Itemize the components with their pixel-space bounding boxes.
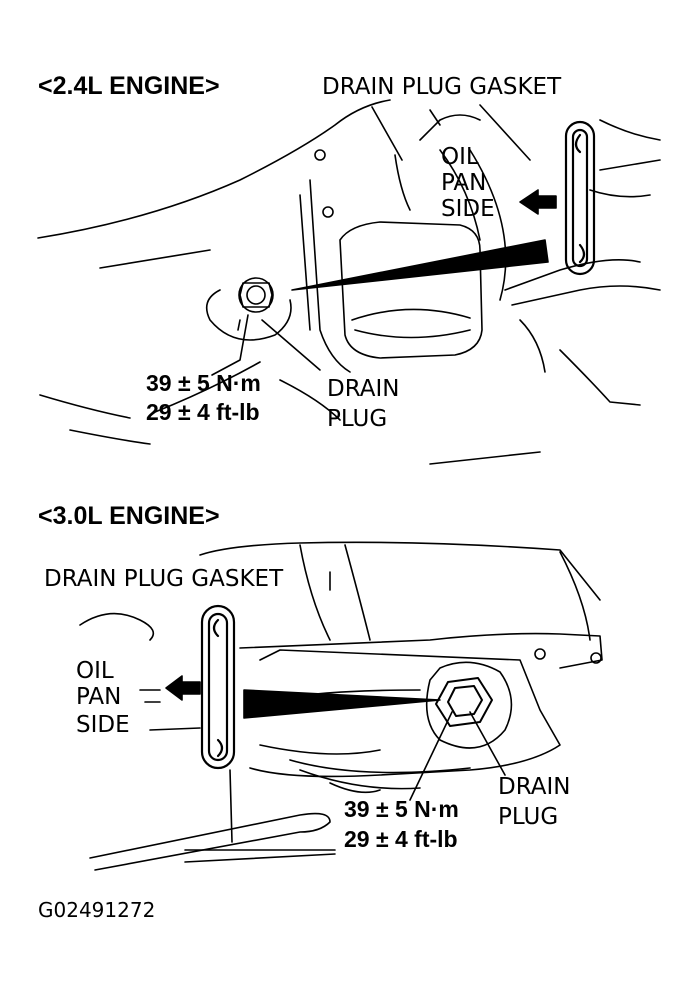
panel-title-3-0l: <3.0L ENGINE> — [38, 502, 220, 530]
oil-side-label-2-4l-line2: PAN — [441, 170, 487, 196]
drain-plug-3-0l-icon — [436, 678, 492, 726]
drain-plug-label-2-4l-line2: PLUG — [327, 406, 388, 432]
oil-side-label-3-0l-line2: PAN — [76, 684, 122, 710]
torque-ftlb-2-4l: 29 ± 4 ft-lb — [146, 399, 260, 425]
oil-pan-side-arrow-2-4l-icon — [520, 190, 556, 214]
drain-plug-label-3-0l-line2: PLUG — [498, 804, 559, 830]
oil-side-label-3-0l-line1: OIL — [76, 658, 114, 684]
oil-pan-2-4l-illustration — [38, 100, 660, 464]
oil-side-label-2-4l-line3: SIDE — [441, 196, 495, 222]
panel-title-2-4l: <2.4L ENGINE> — [38, 72, 220, 100]
torque-ftlb-3-0l: 29 ± 4 ft-lb — [344, 826, 458, 852]
gasket-pointer-2-4l — [292, 240, 548, 290]
torque-nm-3-0l: 39 ± 5 N·m — [344, 796, 459, 822]
gasket-label-3-0l: DRAIN PLUG GASKET — [44, 566, 284, 592]
drain-plug-gasket-3-0l-icon — [202, 606, 234, 768]
torque-nm-2-4l: 39 ± 5 N·m — [146, 370, 261, 396]
drain-plug-2-4l-icon — [239, 278, 273, 312]
drain-plug-label-2-4l-line1: DRAIN — [327, 376, 400, 402]
oil-side-label-2-4l-line1: OIL — [441, 144, 479, 170]
gasket-label-2-4l: DRAIN PLUG GASKET — [322, 74, 562, 100]
oil-pan-3-0l-illustration — [80, 542, 602, 870]
oil-pan-side-arrow-3-0l-icon — [166, 676, 200, 700]
drain-plug-label-3-0l-line1: DRAIN — [498, 774, 571, 800]
drain-plug-gasket-2-4l-icon — [566, 122, 594, 274]
oil-side-label-3-0l-line3: SIDE — [76, 712, 130, 738]
figure-code: G02491272 — [38, 898, 156, 922]
gasket-pointer-3-0l — [244, 690, 440, 718]
